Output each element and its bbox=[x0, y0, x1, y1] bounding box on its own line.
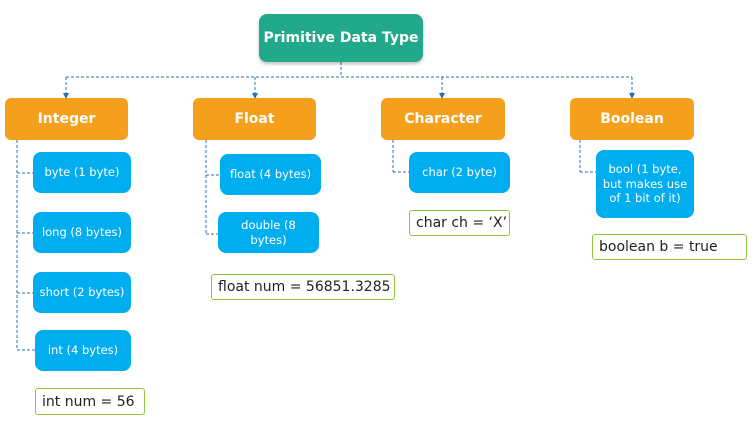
category-boolean-label: Boolean bbox=[600, 111, 664, 127]
integer-item-int: int (4 bytes) bbox=[35, 330, 131, 371]
float-item-float: float (4 bytes) bbox=[220, 154, 321, 195]
character-example: char ch = ‘X’ bbox=[409, 210, 510, 236]
float-example: float num = 56851.3285 bbox=[211, 274, 395, 300]
float-item-float-label: float (4 bytes) bbox=[229, 167, 312, 182]
integer-item-short: short (2 bytes) bbox=[33, 272, 131, 313]
boolean-item-line-2: but makes use bbox=[602, 176, 688, 191]
category-character-label: Character bbox=[404, 111, 482, 127]
root-label: Primitive Data Type bbox=[263, 30, 419, 46]
character-item-char-label: char (2 byte) bbox=[422, 165, 497, 180]
root-node: Primitive Data Type bbox=[259, 14, 423, 62]
float-item-double-label: double (8 bytes) bbox=[241, 217, 296, 247]
integer-item-long-label: long (8 bytes) bbox=[41, 225, 123, 240]
character-example-text: char ch = ‘X’ bbox=[416, 215, 508, 231]
category-float-label: Float bbox=[234, 111, 275, 127]
float-item-double: double (8 bytes) bbox=[218, 212, 319, 253]
category-integer: Integer bbox=[5, 98, 128, 140]
category-float: Float bbox=[193, 98, 316, 140]
category-character: Character bbox=[381, 98, 505, 140]
boolean-example: boolean b = true bbox=[592, 234, 747, 260]
integer-item-byte: byte (1 byte) bbox=[33, 152, 131, 193]
category-integer-label: Integer bbox=[37, 111, 96, 127]
integer-item-int-label: int (4 bytes) bbox=[47, 343, 119, 358]
integer-item-long: long (8 bytes) bbox=[33, 212, 131, 253]
boolean-item-line-3: of 1 bit of it) bbox=[609, 191, 681, 206]
boolean-item-line-1: bool (1 byte, bbox=[608, 161, 682, 176]
character-item-char: char (2 byte) bbox=[409, 152, 510, 193]
integer-example-text: int num = 56 bbox=[42, 393, 135, 410]
integer-example: int num = 56 bbox=[35, 388, 145, 415]
float-example-text: float num = 56851.3285 bbox=[218, 279, 391, 295]
category-boolean: Boolean bbox=[570, 98, 694, 140]
boolean-example-text: boolean b = true bbox=[599, 239, 718, 255]
integer-item-byte-label: byte (1 byte) bbox=[44, 165, 120, 180]
boolean-item-bool: bool (1 byte, but makes use of 1 bit of … bbox=[596, 150, 694, 218]
integer-item-short-label: short (2 bytes) bbox=[39, 285, 125, 300]
